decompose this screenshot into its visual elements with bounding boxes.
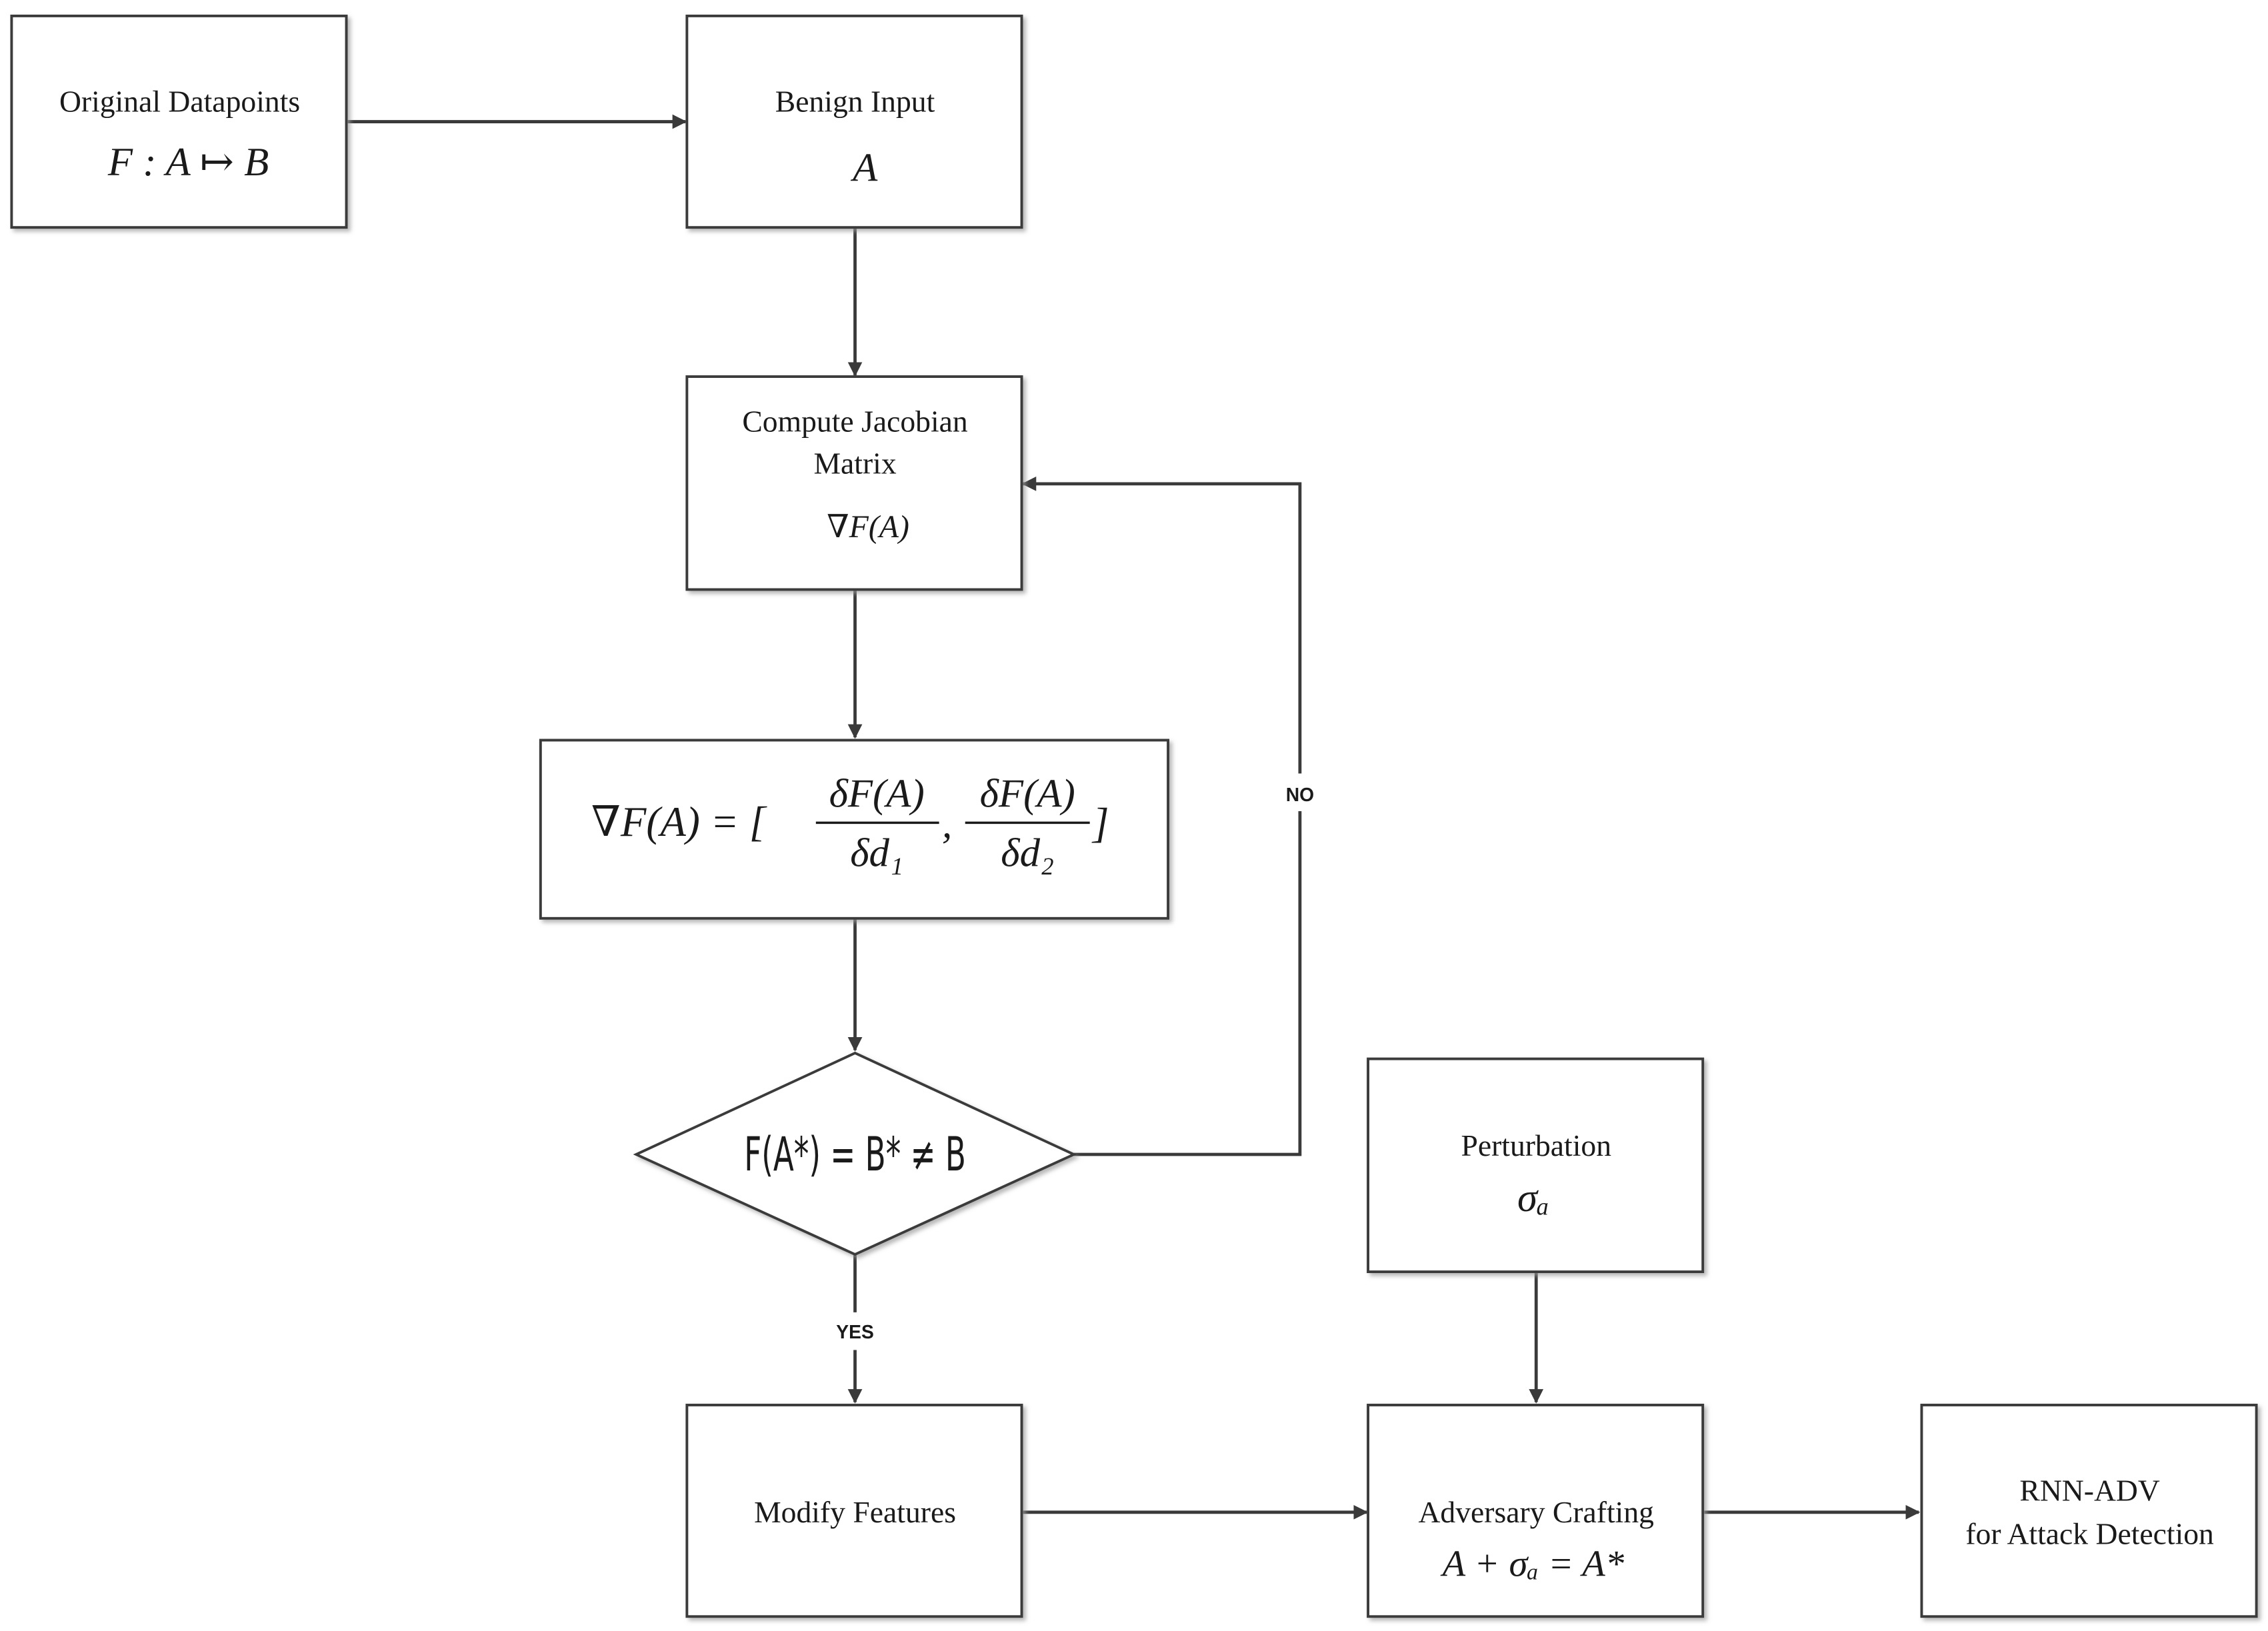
edge-decision-no-loop [1021,476,1302,1156]
rnn-label-line1: RNN-ADV [2019,1473,2159,1507]
node-benign-input: Benign Input A [685,14,1023,229]
adversary-formula: A + σₐ = A* [1440,1543,1625,1584]
node-original-datapoints: Original Datapoints F : A ↦ B [10,14,348,229]
modify-label: Modify Features [754,1495,956,1529]
original-formula: F : A ↦ B [107,140,269,185]
node-gradient-formula: ∇F(A) = [ δF(A) δd₁ , δF(A) δd₂ ] [539,739,1170,920]
decision-formula: F(A*) = B* ≠ B [744,1126,966,1181]
gradient-frac1-denominator: δd₁ [850,831,903,876]
gradient-frac1-numerator: δF(A) [829,771,925,816]
gradient-frac2-denominator: δd₂ [1001,831,1054,876]
rnn-label-line2: for Attack Detection [1965,1517,2214,1551]
original-label: Original Datapoints [59,84,300,118]
gradient-rhs: ] [1091,800,1109,846]
perturbation-formula: σₐ [1517,1176,1549,1220]
benign-formula: A [850,146,878,191]
node-modify-features: Modify Features [685,1404,1023,1618]
adversary-label: Adversary Crafting [1418,1495,1654,1529]
node-rnn-adv: RNN-ADV for Attack Detection [1920,1404,2258,1618]
yes-label: YES [836,1321,874,1342]
jacobian-formula: ∇F(A) [827,509,909,545]
node-adversary-crafting: Adversary Crafting A + σₐ = A* [1367,1404,1705,1618]
jacobian-label-line1: Compute Jacobian [742,405,968,439]
yes-label-bg [829,1312,881,1350]
benign-label: Benign Input [775,84,935,118]
no-label: NO [1286,784,1314,805]
gradient-lhs: ∇F(A) = [ [591,799,767,845]
no-label-bg [1272,773,1328,811]
perturbation-label: Perturbation [1461,1128,1611,1162]
node-perturbation: Perturbation σₐ [1367,1057,1705,1274]
gradient-separator: , [942,802,952,846]
gradient-frac2-numerator: δF(A) [980,771,1075,816]
jacobian-label-line2: Matrix [813,447,896,481]
node-decision: F(A*) = B* ≠ B [633,1051,1077,1256]
node-compute-jacobian: Compute Jacobian Matrix ∇F(A) [685,375,1023,591]
